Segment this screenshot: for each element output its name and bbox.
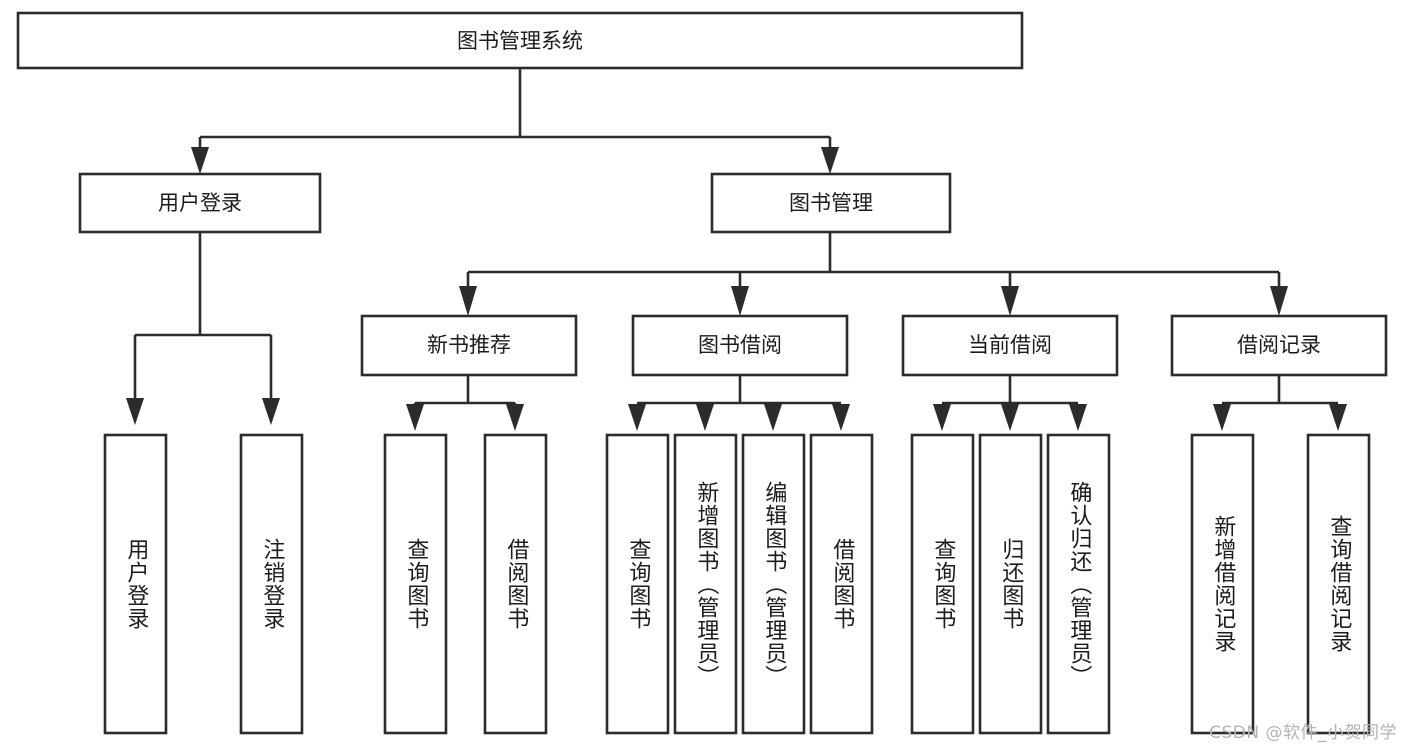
connector-group-book-borrow-children xyxy=(628,375,850,431)
node-box-book-management[interactable] xyxy=(710,172,952,234)
arrow-leaf-borrow-book-2 xyxy=(832,404,850,431)
node-label-user-login: 用户登录 xyxy=(158,191,242,215)
node-box-leaf-query-book-3[interactable] xyxy=(910,433,975,735)
arrow-leaf-return-book xyxy=(1001,404,1019,431)
node-box-current-borrow[interactable] xyxy=(901,314,1119,377)
node-label-borrow-record: 借阅记录 xyxy=(1237,333,1321,357)
arrow-leaf-query-record xyxy=(1329,404,1347,431)
node-box-new-book-recommend[interactable] xyxy=(360,314,578,377)
arrow-leaf-edit-book xyxy=(764,404,782,431)
node-label-root: 图书管理系统 xyxy=(457,29,583,53)
connector-group-root-to-level2 xyxy=(191,68,839,174)
arrow-leaf-query-book-2 xyxy=(628,404,646,431)
connector-group-borrow-record-children xyxy=(1213,375,1347,431)
node-box-leaf-add-book[interactable] xyxy=(673,433,738,735)
arrow-to-new-book-recommend xyxy=(459,286,477,316)
arrow-leaf-user-login xyxy=(126,398,144,425)
node-box-leaf-return-book[interactable] xyxy=(978,433,1043,735)
connector-group-new-book-children xyxy=(406,375,524,431)
arrow-leaf-borrow-book-1 xyxy=(506,404,524,431)
arrow-to-book-borrow xyxy=(731,286,749,316)
node-box-leaf-query-book-1[interactable] xyxy=(383,433,448,735)
arrow-leaf-query-book-1 xyxy=(406,404,424,431)
node-box-leaf-edit-book[interactable] xyxy=(741,433,806,735)
arrow-leaf-confirm-return xyxy=(1069,404,1087,431)
arrow-to-current-borrow xyxy=(1001,286,1019,316)
node-label-book-management: 图书管理 xyxy=(789,191,873,215)
arrow-to-borrow-record xyxy=(1270,286,1288,316)
node-label-current-borrow: 当前借阅 xyxy=(968,333,1052,357)
connector-group-current-borrow-children xyxy=(933,375,1087,431)
node-box-leaf-borrow-book-1[interactable] xyxy=(483,433,548,735)
node-box-root[interactable] xyxy=(16,11,1024,70)
node-box-leaf-logout-login[interactable] xyxy=(239,433,304,735)
node-box-leaf-query-record[interactable] xyxy=(1306,433,1371,735)
arrow-leaf-query-book-3 xyxy=(933,404,951,431)
node-box-leaf-query-book-2[interactable] xyxy=(605,433,670,735)
node-box-book-borrow[interactable] xyxy=(631,314,849,377)
node-box-leaf-add-record[interactable] xyxy=(1190,433,1255,735)
node-box-leaf-user-login[interactable] xyxy=(103,433,168,735)
arrow-to-book-management xyxy=(821,147,839,174)
node-label-new-book-recommend: 新书推荐 xyxy=(427,333,511,357)
csdn-watermark: CSDN @软件_小贺同学 xyxy=(1209,723,1397,743)
node-box-leaf-borrow-book-2[interactable] xyxy=(809,433,874,735)
arrow-leaf-add-book xyxy=(696,404,714,431)
connector-group-user-login-children xyxy=(126,232,280,425)
arrow-leaf-logout-login xyxy=(262,398,280,425)
connector-group-book-management-children xyxy=(459,232,1288,316)
node-box-borrow-record[interactable] xyxy=(1170,314,1388,377)
node-box-user-login[interactable] xyxy=(78,172,322,234)
arrow-leaf-add-record xyxy=(1213,404,1231,431)
node-box-leaf-confirm-return[interactable] xyxy=(1046,433,1111,735)
arrow-to-user-login xyxy=(191,147,209,174)
node-label-book-borrow: 图书借阅 xyxy=(698,333,782,357)
